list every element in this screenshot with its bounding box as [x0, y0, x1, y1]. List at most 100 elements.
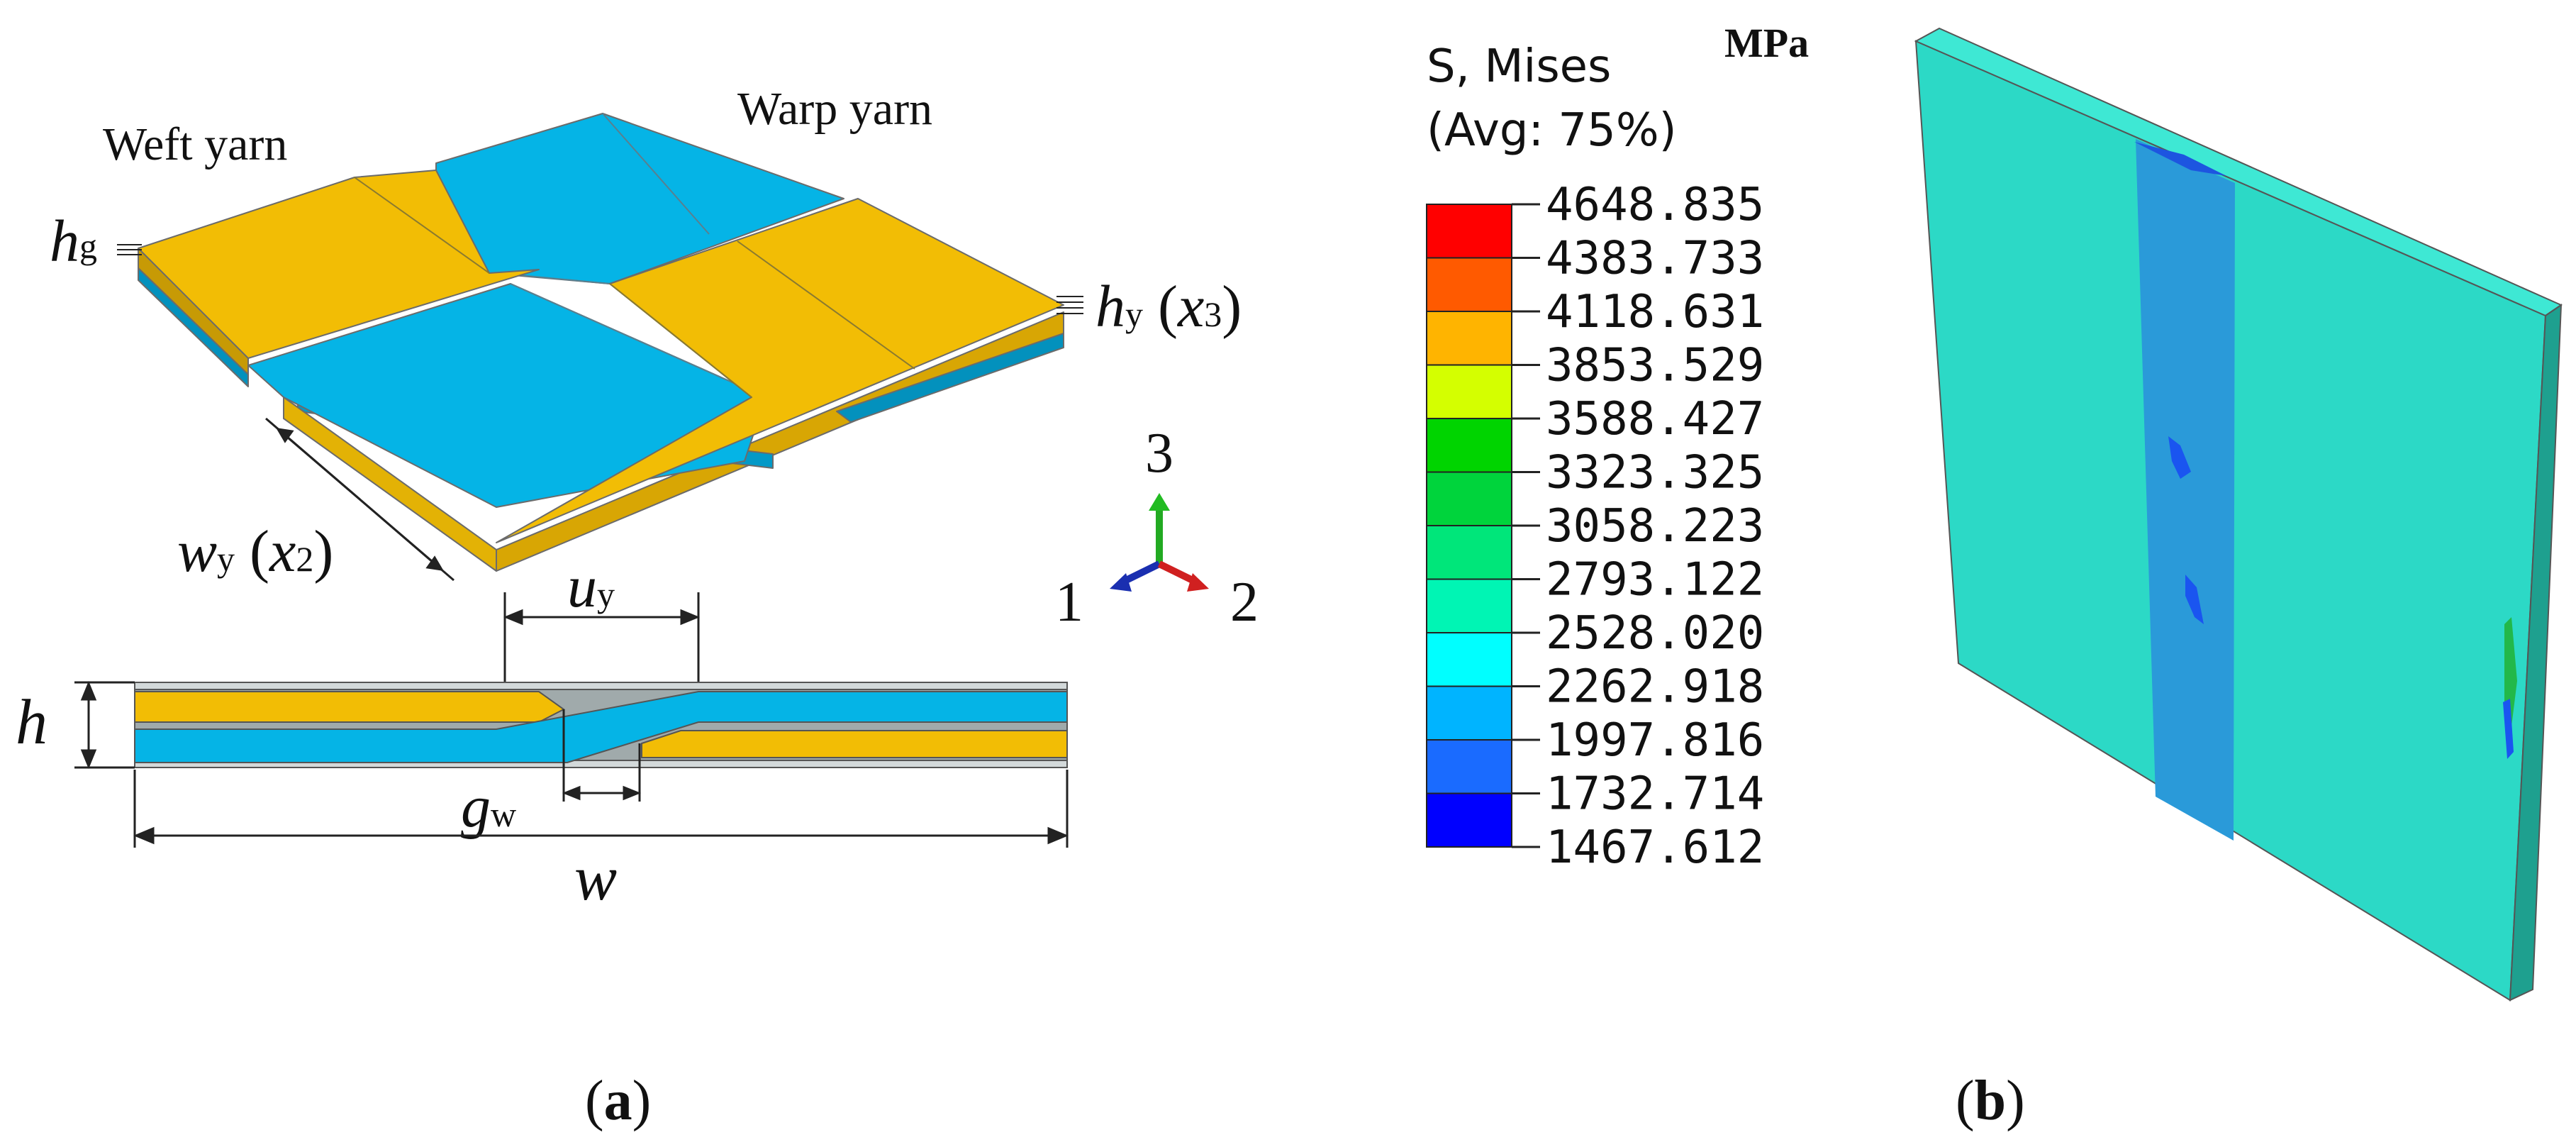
legend-swatch-7: [1426, 578, 1512, 633]
weft-yarn-seam-2: [737, 240, 915, 370]
legend-value-2: 4118.631: [1546, 286, 1764, 338]
warp-yarn-seam-2: [510, 283, 766, 398]
legend-value-3: 3853.529: [1546, 340, 1764, 392]
w-dimension: [133, 770, 1069, 848]
legend-value-4: 3588.427: [1546, 393, 1764, 445]
wy-symbol: w: [177, 519, 217, 584]
weft-yarn-label: Weft yarn: [103, 118, 287, 170]
panel-a: Weft yarn Warp yarn hg hy (x3) wy (x2) u…: [16, 83, 1259, 1132]
axis-3-arrowhead: [1149, 493, 1170, 511]
hotspot-mid-1: [2168, 436, 2191, 479]
uy-dimension: [503, 592, 700, 699]
gw-dimension: [562, 709, 642, 802]
uy-subscript: y: [597, 575, 615, 614]
caption-b: (b): [1956, 1070, 2025, 1132]
caption-b-letter: b: [1975, 1070, 2007, 1132]
h-dimension: [74, 681, 135, 769]
contour-legend-bar: [1426, 204, 1512, 848]
weft-yarn-seam-3: [609, 283, 752, 398]
hy-paren-open: (: [1143, 274, 1178, 340]
unit-label: MPa: [1724, 20, 1809, 66]
weft-yarn-seam-1: [354, 177, 490, 274]
legend-title-line-2: (Avg: 75%): [1427, 104, 1677, 157]
stress-band: [2136, 139, 2235, 841]
hotspot-mid-2: [2185, 575, 2204, 624]
gw-label: gw: [461, 774, 516, 840]
axis-2-label: 2: [1230, 571, 1259, 633]
warp-yarn-label: Warp yarn: [737, 83, 932, 135]
caption-a-letter: a: [604, 1070, 632, 1132]
legend-value-11: 1732.714: [1546, 768, 1764, 821]
contour-legend-values: 4648.8354383.7334118.6313853.5293588.427…: [1546, 179, 1764, 874]
caption-a: (a): [585, 1070, 651, 1132]
legend-swatch-0: [1426, 204, 1512, 259]
legend-value-7: 2793.122: [1546, 554, 1764, 606]
hy-variable-subscript: 3: [1204, 294, 1222, 334]
wy-variable: x: [268, 519, 296, 584]
wy-variable-subscript: 2: [296, 539, 313, 579]
legend-value-6: 3058.223: [1546, 500, 1764, 553]
hg-marker: [117, 244, 142, 255]
hy-variable: x: [1176, 274, 1204, 340]
gw-subscript: w: [491, 794, 516, 834]
cross-section-weft-left: [134, 691, 565, 723]
uy-label: uy: [567, 554, 615, 620]
legend-swatch-4: [1426, 418, 1512, 473]
legend-swatch-1: [1426, 257, 1512, 312]
legend-title-line-1: S, Mises: [1427, 40, 1611, 93]
uy-symbol: u: [567, 554, 597, 620]
legend-swatch-9: [1426, 685, 1512, 741]
wy-dimension: [265, 417, 455, 582]
legend-swatch-6: [1426, 525, 1512, 580]
contour-legend-ticks: [1512, 203, 1540, 848]
hotspot-edge-blue: [2503, 699, 2514, 759]
caption-a-open: (: [585, 1070, 604, 1132]
hotspot-top: [2134, 142, 2226, 176]
coordinate-triad: [1110, 493, 1209, 592]
legend-swatch-2: [1426, 311, 1512, 366]
legend-value-0: 4648.835: [1546, 179, 1764, 231]
legend-value-9: 2262.918: [1546, 661, 1764, 714]
hy-subscript: y: [1125, 294, 1143, 334]
legend-swatch-5: [1426, 471, 1512, 526]
wy-paren-close: ): [313, 519, 333, 584]
w-label: w: [574, 843, 617, 914]
warp-yarn-seam-3: [602, 113, 710, 235]
unit-cell-3d: [138, 113, 1064, 572]
cross-section-matrix-bottom: [134, 760, 1068, 768]
legend-swatch-3: [1426, 364, 1512, 419]
axis-1-arrowhead: [1110, 573, 1132, 592]
warp-yarn-side-left: [138, 267, 249, 387]
legend-value-1: 4383.733: [1546, 233, 1764, 285]
hg-label: hg: [50, 209, 97, 275]
h-label: h: [16, 687, 48, 758]
legend-value-8: 2528.020: [1546, 607, 1764, 660]
legend-swatch-10: [1426, 739, 1512, 794]
axis-3-label: 3: [1145, 422, 1173, 484]
cross-section: [134, 682, 1068, 768]
cross-section-matrix-top: [134, 682, 1068, 690]
panel-b: S, Mises (Avg: 75%) MPa 4648.8354383.733…: [1426, 20, 2563, 1132]
warp-yarn-right-tip: [836, 333, 1064, 423]
hy-symbol: h: [1095, 274, 1125, 340]
legend-swatch-11: [1426, 792, 1512, 848]
wy-subscript: y: [217, 539, 235, 579]
hy-label: hy (x3): [1095, 274, 1242, 340]
wy-paren-open: (: [235, 519, 269, 584]
legend-value-10: 1997.816: [1546, 714, 1764, 767]
hg-subscript: g: [79, 226, 97, 266]
plate-right-edge: [2509, 304, 2563, 1002]
axis-2-arrowhead: [1187, 573, 1209, 592]
gw-symbol: g: [461, 774, 491, 840]
wy-label: wy (x2): [177, 519, 333, 584]
caption-a-close: ): [632, 1070, 652, 1132]
weft-yarn-side-lower: [283, 397, 497, 572]
legend-value-12: 1467.612: [1546, 821, 1764, 874]
legend-value-5: 3323.325: [1546, 447, 1764, 499]
cross-section-weft-right: [641, 730, 1068, 758]
hy-paren-close: ): [1222, 274, 1242, 340]
fe-plate: [1914, 27, 2563, 1002]
hy-marker: [1056, 296, 1083, 314]
legend-swatch-8: [1426, 632, 1512, 687]
